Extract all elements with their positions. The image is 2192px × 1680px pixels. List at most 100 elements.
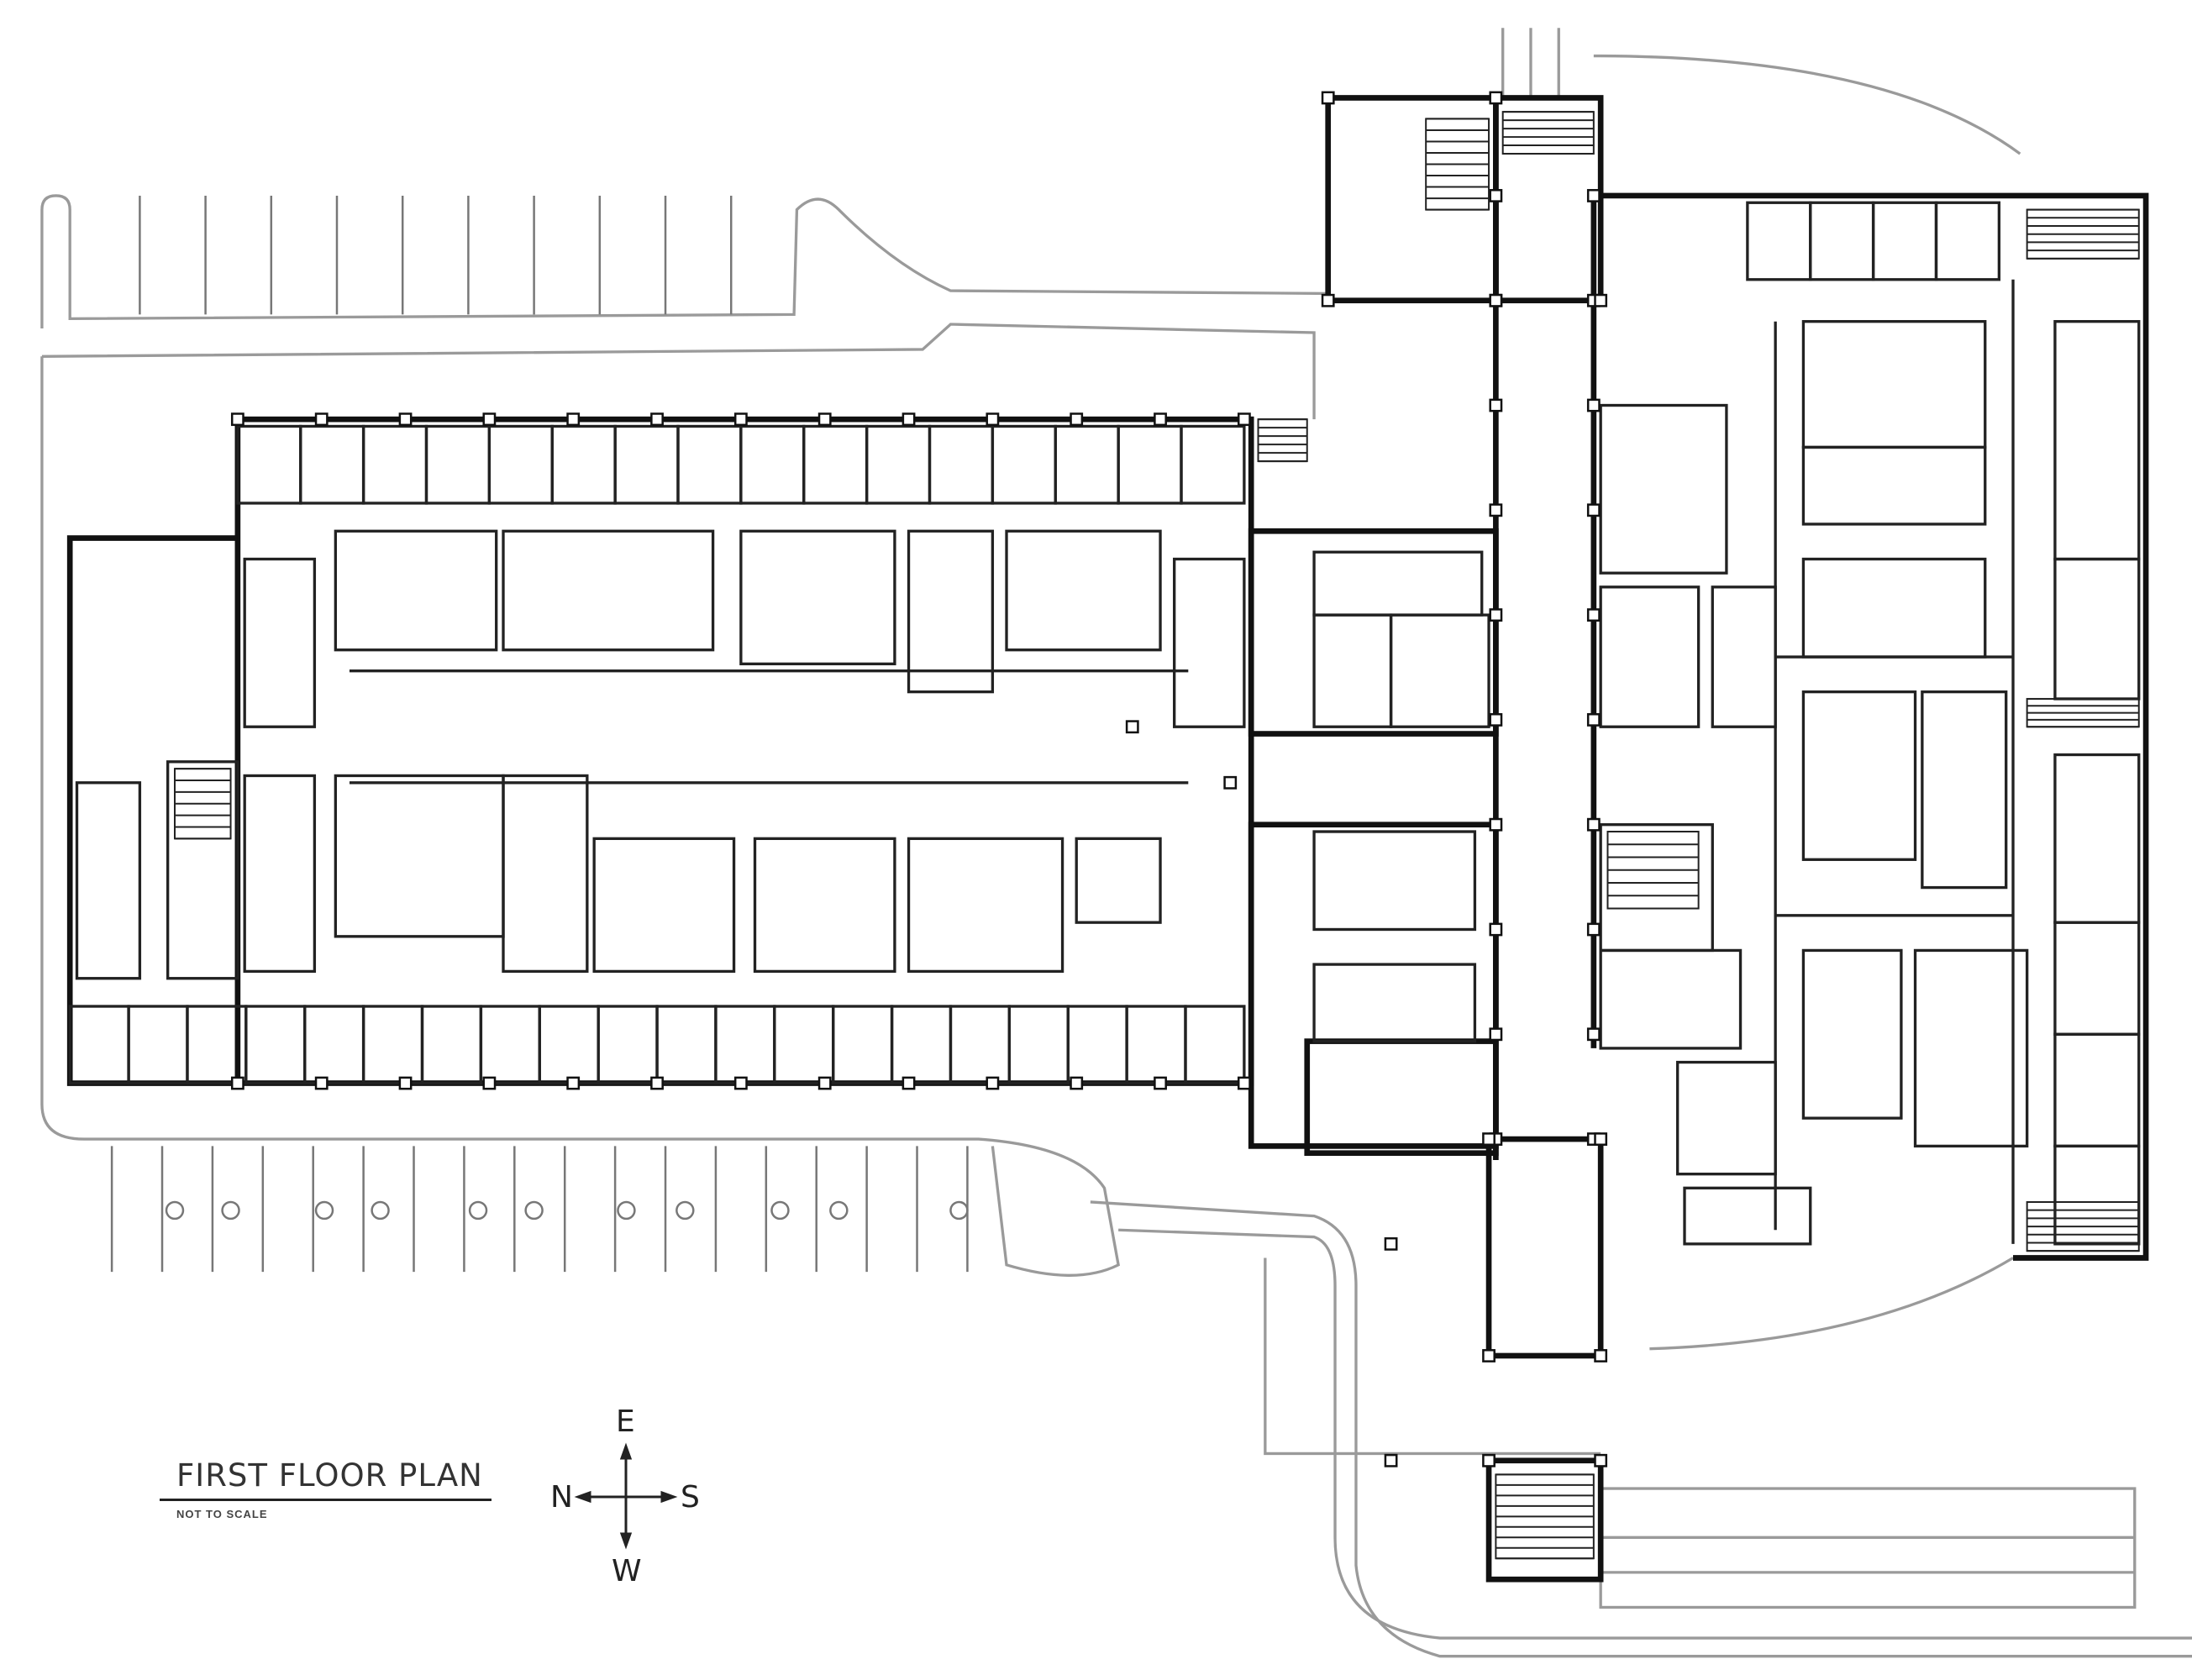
column — [1586, 922, 1601, 937]
column — [1070, 412, 1084, 427]
stair-outline — [2026, 697, 2140, 728]
handicap-symbol-icon — [770, 1200, 790, 1221]
room — [361, 424, 428, 505]
column — [1321, 293, 1335, 307]
room-block — [739, 529, 896, 666]
room — [597, 1005, 659, 1085]
room — [1312, 963, 1477, 1043]
room — [1746, 201, 1812, 281]
column — [1384, 1236, 1398, 1251]
stair-outline — [1257, 418, 1308, 463]
column — [1489, 91, 1503, 105]
room — [949, 1005, 1012, 1085]
column — [1237, 1076, 1251, 1090]
site-curb — [40, 194, 1328, 329]
room — [1599, 948, 1743, 1050]
room — [1801, 320, 1987, 449]
stair-outline — [2026, 208, 2140, 260]
room — [1054, 424, 1120, 505]
column — [733, 1076, 748, 1090]
column — [1586, 189, 1601, 202]
room — [714, 1005, 776, 1085]
room — [613, 424, 680, 505]
room — [832, 1005, 894, 1085]
room — [2053, 1032, 2141, 1148]
room-block — [334, 774, 505, 938]
room — [303, 1005, 365, 1085]
room-block — [166, 760, 239, 980]
room — [1312, 830, 1477, 932]
handicap-symbol-icon — [617, 1200, 636, 1221]
room — [1683, 1186, 1812, 1246]
column — [1594, 293, 1608, 307]
room — [1599, 585, 1701, 728]
room-block — [1173, 557, 1246, 728]
room-block — [1075, 837, 1162, 924]
handicap-symbol-icon — [524, 1200, 544, 1221]
corridor-wall — [349, 669, 1189, 785]
room — [2053, 921, 2141, 1036]
room — [2053, 1144, 2141, 1246]
parking-lots — [110, 195, 969, 1273]
site-canopy — [1593, 54, 2021, 155]
room — [802, 424, 869, 505]
handicap-symbol-icon — [221, 1200, 240, 1221]
room-block — [243, 557, 317, 728]
stairs — [173, 111, 2140, 1560]
room — [1809, 201, 1875, 281]
column — [1237, 412, 1251, 427]
column — [1482, 1349, 1496, 1362]
room — [1125, 1005, 1187, 1085]
room — [1801, 445, 1987, 526]
room — [487, 424, 554, 505]
room — [1312, 613, 1393, 728]
column — [1586, 713, 1601, 727]
column — [986, 412, 1000, 427]
connector-lower — [1248, 822, 1499, 1149]
room — [655, 1005, 718, 1085]
column — [1594, 1349, 1608, 1362]
structural-columns — [230, 91, 1608, 1467]
site-curb — [40, 356, 1120, 1277]
site-lines — [40, 28, 2192, 1658]
north-wing-outline — [234, 416, 1254, 1086]
compass-north-label: N — [550, 1480, 573, 1515]
room-block — [753, 837, 896, 974]
room — [420, 1005, 483, 1085]
column — [1586, 817, 1601, 832]
column — [1489, 1027, 1503, 1042]
south-rooms — [1304, 1038, 1499, 1157]
plaza — [1599, 1487, 2137, 1609]
compass-south-label: S — [681, 1480, 700, 1515]
column — [1482, 1453, 1496, 1467]
stair-outline — [173, 768, 232, 840]
room-block — [907, 837, 1064, 974]
column — [1586, 398, 1601, 412]
column — [1489, 503, 1503, 517]
handicap-symbol-icon — [165, 1200, 185, 1221]
site-walk — [1264, 1257, 1601, 1456]
interior-partitions — [68, 201, 2141, 1246]
column — [566, 412, 581, 427]
room — [127, 1005, 189, 1085]
column — [1154, 1076, 1167, 1090]
site-road — [1090, 1200, 2192, 1658]
column — [398, 1076, 413, 1090]
column — [1586, 608, 1601, 622]
east-wing-outline — [1493, 192, 2149, 1261]
handicap-symbol-icon — [314, 1200, 334, 1221]
column — [1586, 503, 1601, 517]
south-stair-entry — [1485, 1457, 1604, 1583]
title-block: FIRST FLOOR PLAN NOT TO SCALE — [160, 1457, 491, 1520]
compass-arrows-icon — [574, 1442, 678, 1550]
room-block — [907, 529, 995, 694]
column — [1321, 91, 1335, 105]
south-entry — [1485, 1136, 1604, 1359]
room — [538, 1005, 600, 1085]
room — [739, 424, 806, 505]
room — [865, 424, 932, 505]
column — [1594, 1453, 1608, 1467]
column — [230, 412, 244, 427]
corridor-wall — [1774, 279, 2015, 1244]
